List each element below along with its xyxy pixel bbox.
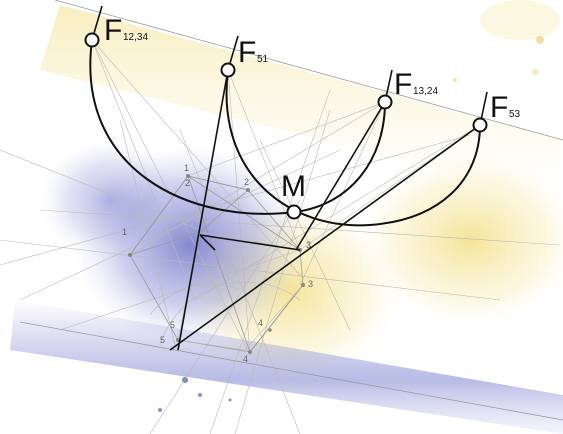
vertex-label: 5 bbox=[160, 335, 165, 345]
point-labels: F 12,34 F 51 F 13,24 F 53 M bbox=[104, 14, 521, 203]
watercolor-wash bbox=[10, 0, 563, 434]
point-m bbox=[286, 204, 302, 220]
line-short bbox=[199, 234, 216, 251]
vertex-label: 1 bbox=[122, 227, 127, 237]
vertex-label: 2 bbox=[244, 177, 249, 187]
point-f51 bbox=[220, 62, 236, 78]
vertex-label: 5 bbox=[170, 320, 175, 330]
label-m: M bbox=[281, 170, 306, 203]
vertex-label: 3 bbox=[308, 279, 313, 289]
label-f1234-sub: 12,34 bbox=[123, 32, 148, 43]
label-f53-sub: 53 bbox=[509, 109, 521, 120]
vertex-label: 4 bbox=[243, 354, 248, 364]
line-f51 bbox=[177, 69, 229, 351]
label-f1324: F bbox=[394, 68, 412, 101]
label-f1234: F bbox=[104, 14, 122, 47]
point-f1234 bbox=[84, 32, 100, 48]
ink-arcs bbox=[89, 5, 488, 227]
point-f53 bbox=[472, 117, 488, 133]
line-horizontal bbox=[199, 234, 301, 251]
line-f1324 bbox=[295, 101, 386, 251]
ink-lines bbox=[169, 69, 481, 351]
arc-f1234-f1324 bbox=[89, 39, 386, 215]
vertex-label: 1 bbox=[184, 163, 189, 173]
vertex-label: 3 bbox=[306, 240, 311, 250]
named-points bbox=[84, 32, 488, 220]
label-f51-sub: 51 bbox=[257, 54, 269, 65]
vertex-label: 4 bbox=[258, 318, 263, 328]
vertex-label: 2 bbox=[185, 178, 190, 188]
line-f53 bbox=[169, 124, 481, 351]
vertex-labels: 1 2 2 1 3 3 4 5 5 4 bbox=[122, 163, 313, 364]
point-f1324 bbox=[377, 94, 393, 110]
label-f51: F bbox=[238, 36, 256, 69]
label-f1324-sub: 13,24 bbox=[413, 86, 438, 97]
label-f53: F bbox=[490, 91, 508, 124]
arc-f51-f53 bbox=[225, 69, 481, 227]
